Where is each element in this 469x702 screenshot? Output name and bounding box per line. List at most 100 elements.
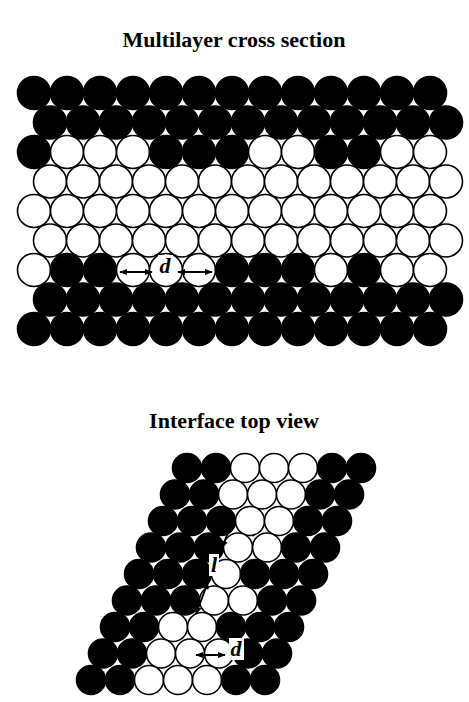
- light-atom: [67, 165, 100, 198]
- dark-atom: [246, 613, 275, 642]
- light-atom: [51, 136, 84, 169]
- light-atom: [229, 586, 258, 615]
- light-atom: [133, 165, 166, 198]
- dark-atom: [287, 586, 316, 615]
- dark-atom: [154, 560, 183, 589]
- dark-atom: [265, 283, 298, 316]
- dark-atom: [77, 666, 106, 695]
- dimension-label: d: [158, 255, 173, 277]
- dark-atom: [430, 283, 463, 316]
- light-atom: [164, 666, 193, 695]
- dimension-label: d: [229, 638, 244, 660]
- dark-atom: [311, 533, 340, 562]
- dark-atom: [150, 313, 183, 346]
- light-atom: [199, 224, 232, 257]
- dark-atom: [133, 283, 166, 316]
- light-atom: [414, 136, 447, 169]
- dark-atom: [381, 77, 414, 110]
- dark-atom: [106, 666, 135, 695]
- light-atom: [150, 195, 183, 228]
- dark-atom: [178, 507, 207, 536]
- light-atom: [381, 195, 414, 228]
- light-atom: [260, 454, 289, 483]
- section-heading: Multilayer cross section: [123, 29, 346, 51]
- light-atom: [67, 224, 100, 257]
- dark-atom: [34, 283, 67, 316]
- dark-atom: [348, 77, 381, 110]
- dark-atom: [364, 283, 397, 316]
- dark-atom: [397, 283, 430, 316]
- dark-atom: [298, 106, 331, 139]
- dark-atom: [335, 480, 364, 509]
- dark-atom: [414, 313, 447, 346]
- light-atom: [430, 165, 463, 198]
- light-atom: [183, 254, 216, 287]
- light-atom: [34, 165, 67, 198]
- light-atom: [397, 224, 430, 257]
- light-atom: [289, 454, 318, 483]
- light-atom: [117, 254, 150, 287]
- dark-atom: [315, 313, 348, 346]
- dark-atom: [241, 560, 270, 589]
- dark-atom: [166, 533, 195, 562]
- dimension-arrow: [178, 271, 212, 273]
- light-atom: [224, 533, 253, 562]
- dark-atom: [100, 283, 133, 316]
- light-atom: [315, 254, 348, 287]
- light-atom: [348, 195, 381, 228]
- dark-atom: [67, 106, 100, 139]
- light-atom: [166, 165, 199, 198]
- dark-atom: [331, 283, 364, 316]
- light-atom: [249, 195, 282, 228]
- dark-atom: [149, 507, 178, 536]
- light-atom: [100, 165, 133, 198]
- dimension-arrow: [222, 522, 232, 548]
- dark-atom: [299, 560, 328, 589]
- dark-atom: [150, 77, 183, 110]
- light-atom: [193, 666, 222, 695]
- dark-atom: [249, 313, 282, 346]
- dark-atom: [199, 283, 232, 316]
- light-atom: [364, 224, 397, 257]
- light-atom: [133, 224, 166, 257]
- dark-atom: [348, 254, 381, 287]
- dark-atom: [84, 313, 117, 346]
- dark-atom: [282, 254, 315, 287]
- light-atom: [199, 165, 232, 198]
- dark-atom: [199, 106, 232, 139]
- light-atom: [249, 136, 282, 169]
- dark-atom: [397, 106, 430, 139]
- light-atom: [188, 613, 217, 642]
- light-atom: [18, 195, 51, 228]
- dark-atom: [183, 136, 216, 169]
- light-atom: [183, 195, 216, 228]
- dark-atom: [318, 454, 347, 483]
- dark-atom: [270, 560, 299, 589]
- dark-atom: [190, 480, 219, 509]
- light-atom: [84, 195, 117, 228]
- dark-atom: [51, 77, 84, 110]
- light-atom: [298, 224, 331, 257]
- dark-atom: [249, 254, 282, 287]
- dark-atom: [101, 613, 130, 642]
- dark-atom: [258, 586, 287, 615]
- dark-atom: [216, 313, 249, 346]
- light-atom: [84, 136, 117, 169]
- dark-atom: [348, 136, 381, 169]
- light-atom: [232, 165, 265, 198]
- light-atom: [381, 136, 414, 169]
- dark-atom: [207, 507, 236, 536]
- dark-atom: [166, 106, 199, 139]
- dark-atom: [282, 77, 315, 110]
- dimension-arrow: [248, 654, 276, 656]
- dark-atom: [130, 613, 159, 642]
- light-atom: [364, 165, 397, 198]
- light-atom: [381, 254, 414, 287]
- dark-atom: [183, 313, 216, 346]
- light-atom: [236, 507, 265, 536]
- light-atom: [331, 165, 364, 198]
- light-atom: [265, 224, 298, 257]
- dark-atom: [202, 454, 231, 483]
- dark-atom: [275, 613, 304, 642]
